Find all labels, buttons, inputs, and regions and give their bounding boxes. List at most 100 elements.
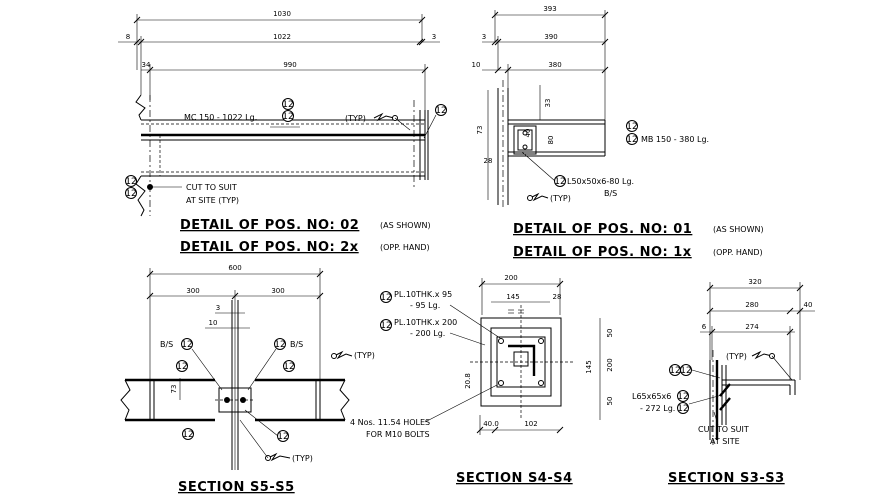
dim-28: 28 — [553, 293, 562, 301]
detail-pos-02: 1030 1022 8 3 990 34 MC 150 - 1022 Lg. — [118, 10, 447, 255]
dimension-chain: 200 145 28 50 145 200 50 20.8 40.0 102 — [464, 274, 614, 435]
dim-200-v: 200 — [606, 358, 614, 371]
dim-40: 40 — [804, 301, 813, 309]
dim-10: 10 — [209, 319, 218, 327]
dim-274: 274 — [745, 323, 759, 331]
detail-title-suffix: (AS SHOWN) — [380, 221, 431, 230]
weld-symbol: 12 12 12 12 12 12 — [176, 338, 295, 442]
plate-label: PL.10THK.x 95 — [394, 290, 452, 299]
member-label: MB 150 - 380 Lg. — [641, 135, 709, 144]
cut-note: AT SITE (TYP) — [186, 196, 239, 205]
dimension-chain: 600 300 300 3 10 73 — [146, 264, 324, 470]
dim-73: 73 — [476, 126, 484, 135]
detail-title: DETAIL OF POS. NO: 2x — [180, 240, 359, 255]
angle-label: L65x65x6 — [632, 392, 671, 401]
dim-320: 320 — [748, 278, 761, 286]
plate-label: PL.10THK.x 200 — [394, 318, 457, 327]
svg-text:12: 12 — [283, 362, 294, 372]
dim-73: 73 — [170, 385, 178, 394]
svg-text:12: 12 — [181, 340, 192, 350]
splice-plate — [215, 300, 255, 470]
dim-6: 6 — [702, 323, 707, 331]
dim-102: 102 — [524, 420, 537, 428]
weld-symbol: 12 12 — [282, 98, 294, 122]
typ-label: (TYP) — [345, 114, 366, 123]
dim-40: 40 — [524, 129, 532, 138]
dim-inner: 390 — [544, 33, 557, 41]
plate-label: - 200 Lg. — [410, 329, 445, 338]
detail-title-suffix: (OPP. HAND) — [380, 243, 430, 252]
svg-text:12: 12 — [125, 177, 136, 187]
section-s3-s3: 320 280 40 6 274 12 12 — [632, 278, 815, 486]
svg-text:12: 12 — [626, 122, 637, 132]
svg-text:12: 12 — [282, 112, 293, 122]
dim-inner: 1022 — [273, 33, 291, 41]
dim-145: 145 — [506, 293, 519, 301]
svg-text:12: 12 — [677, 404, 688, 414]
weld-symbol: 12 — [423, 104, 447, 139]
svg-text:12: 12 — [282, 100, 293, 110]
dimension-chain: 393 3 390 10 380 33 73 40 80 28 — [472, 5, 609, 200]
dim-80: 80 — [547, 136, 555, 145]
weld-symbol: 12 12 — [380, 291, 392, 331]
dim-web: 990 — [283, 61, 296, 69]
dim-left: 3 — [482, 33, 486, 41]
cut-note: CUT TO SUIT — [186, 183, 237, 192]
svg-text:12: 12 — [669, 366, 680, 376]
detail-title: DETAIL OF POS. NO: 02 — [180, 218, 359, 233]
dim-600: 600 — [228, 264, 241, 272]
dim-300-right: 300 — [271, 287, 284, 295]
svg-text:12: 12 — [125, 189, 136, 199]
dim-200: 200 — [504, 274, 517, 282]
svg-text:12: 12 — [626, 135, 637, 145]
detail-title: DETAIL OF POS. NO: 01 — [513, 222, 692, 237]
base-plate — [470, 305, 575, 420]
weld-symbol: 12 12 — [626, 120, 638, 145]
dim-left: 8 — [126, 33, 130, 41]
svg-text:12: 12 — [380, 321, 391, 331]
channel-left — [120, 378, 215, 422]
dim-50-bot: 50 — [606, 397, 614, 406]
dim-33: 33 — [544, 99, 552, 108]
dim-145-v: 145 — [585, 360, 593, 373]
dim-web: 380 — [548, 61, 561, 69]
dim-28: 28 — [484, 157, 493, 165]
svg-text:12: 12 — [677, 392, 688, 402]
dim-right: 3 — [432, 33, 436, 41]
dim-3: 3 — [216, 304, 220, 312]
channel-right — [255, 378, 350, 422]
holes-note: 4 Nos. 11.54 HOLES — [350, 418, 430, 427]
dim-208: 20.8 — [464, 373, 472, 389]
cut-note: AT SITE — [710, 437, 740, 446]
angle-label: - 272 Lg. — [640, 404, 675, 413]
bs-label: B/S — [160, 340, 173, 349]
typ-label: (TYP) — [550, 194, 571, 203]
weld-symbol: 12 12 — [125, 175, 137, 199]
dim-end: 34 — [142, 61, 151, 69]
channel-member — [135, 94, 429, 217]
dim-left2: 10 — [472, 61, 481, 69]
svg-text:12: 12 — [274, 340, 285, 350]
detail-title-suffix: (AS SHOWN) — [713, 225, 764, 234]
typ-label: (TYP) — [726, 352, 747, 361]
angle-label: L50x50x6-80 Lg. — [567, 177, 634, 186]
holes-note: FOR M10 BOLTS — [366, 430, 430, 439]
section-title: SECTION S3-S3 — [668, 471, 785, 486]
dim-overall: 1030 — [273, 10, 291, 18]
detail-title: DETAIL OF POS. NO: 1x — [513, 245, 692, 260]
dim-400: 40.0 — [483, 420, 499, 428]
dim-280: 280 — [745, 301, 758, 309]
svg-text:12: 12 — [435, 106, 446, 116]
detail-pos-01: 393 3 390 10 380 33 73 40 80 28 — [472, 5, 764, 260]
svg-text:12: 12 — [554, 177, 565, 187]
beam-member — [497, 80, 606, 210]
section-s5-s5: 600 300 300 3 10 73 — [120, 264, 375, 495]
typ-label: (TYP) — [354, 351, 375, 360]
section-title: SECTION S5-S5 — [178, 480, 295, 495]
weld-symbol: 12 — [554, 175, 566, 187]
bs-label: B/S — [290, 340, 303, 349]
weld-symbol: 12 12 12 12 — [669, 364, 692, 414]
member-label: MC 150 - 1022 Lg. — [184, 113, 257, 122]
svg-text:12: 12 — [277, 432, 288, 442]
